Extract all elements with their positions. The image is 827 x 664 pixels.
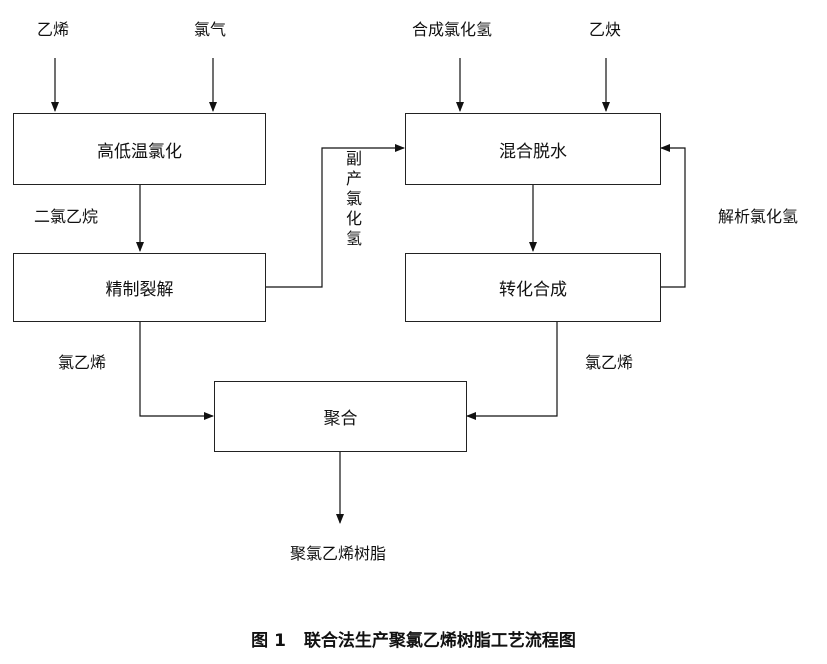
label-vcm-left: 氯乙烯 xyxy=(58,353,107,372)
label-edc: 二氯乙烷 xyxy=(34,207,99,226)
figure-title: 联合法生产聚氯乙烯树脂工艺流程图 xyxy=(303,631,576,651)
figure-caption: 图 1 联合法生产聚氯乙烯树脂工艺流程图 xyxy=(0,626,827,651)
label-product: 聚氯乙烯树脂 xyxy=(290,544,387,563)
label-ethylene: 乙烯 xyxy=(37,20,70,39)
figure-number: 图 1 xyxy=(251,631,286,651)
box-mixing: 混合脱水 xyxy=(405,113,661,185)
arrow-byproduct-hcl xyxy=(266,144,405,288)
box-polymerization: 聚合 xyxy=(214,381,467,452)
box-chlorination: 高低温氯化 xyxy=(13,113,266,185)
box-cracking: 精制裂解 xyxy=(13,253,266,322)
label-hcl-synth: 合成氯化氢 xyxy=(412,20,493,39)
label-chlorine: 氯气 xyxy=(194,20,227,39)
arrow-desorbed-hcl xyxy=(660,144,686,288)
box-conversion: 转化合成 xyxy=(405,253,661,322)
label-acetylene: 乙炔 xyxy=(589,20,622,39)
arrow-vcm-right xyxy=(466,322,558,420)
label-byproduct-hcl: 副产氯化氢 xyxy=(343,150,362,250)
label-desorbed-hcl: 解析氯化氢 xyxy=(718,207,799,226)
arrow-vcm-left xyxy=(139,322,214,420)
label-vcm-right: 氯乙烯 xyxy=(585,353,634,372)
